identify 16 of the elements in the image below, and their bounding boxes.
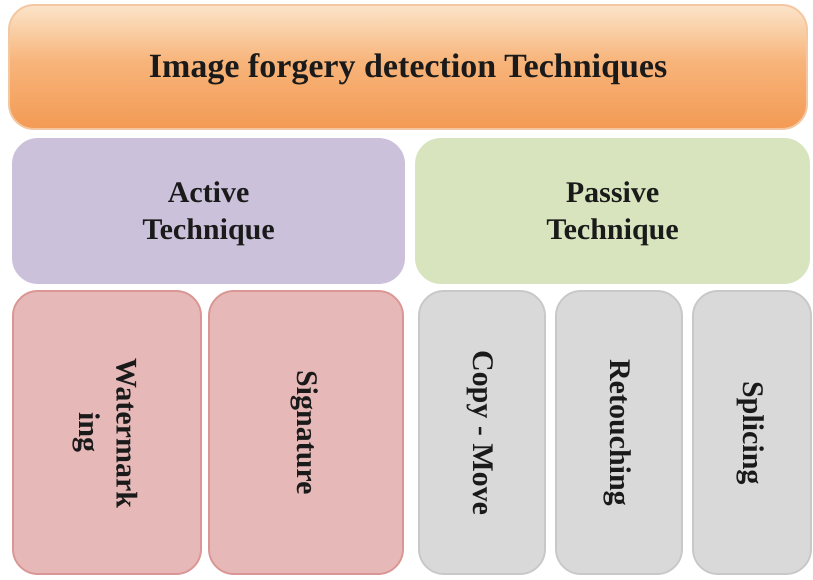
method-box bbox=[692, 290, 812, 575]
box-label: Retouching bbox=[602, 359, 637, 506]
box-label: Image forgery detection Techniques bbox=[148, 46, 668, 87]
box-label: Passive Technique bbox=[545, 174, 680, 248]
method-box bbox=[418, 290, 546, 575]
box-label: Signature bbox=[288, 370, 324, 495]
box-label: Splicing bbox=[734, 380, 770, 484]
method-box bbox=[12, 290, 202, 575]
method-box bbox=[208, 290, 404, 575]
category-box bbox=[12, 138, 405, 284]
box-label: Copy - Move bbox=[464, 350, 500, 515]
category-box bbox=[415, 138, 810, 284]
heading-banner bbox=[8, 4, 808, 130]
box-label: Watermarking bbox=[71, 358, 144, 508]
method-box bbox=[555, 290, 683, 575]
box-label: Active Technique bbox=[141, 174, 276, 248]
